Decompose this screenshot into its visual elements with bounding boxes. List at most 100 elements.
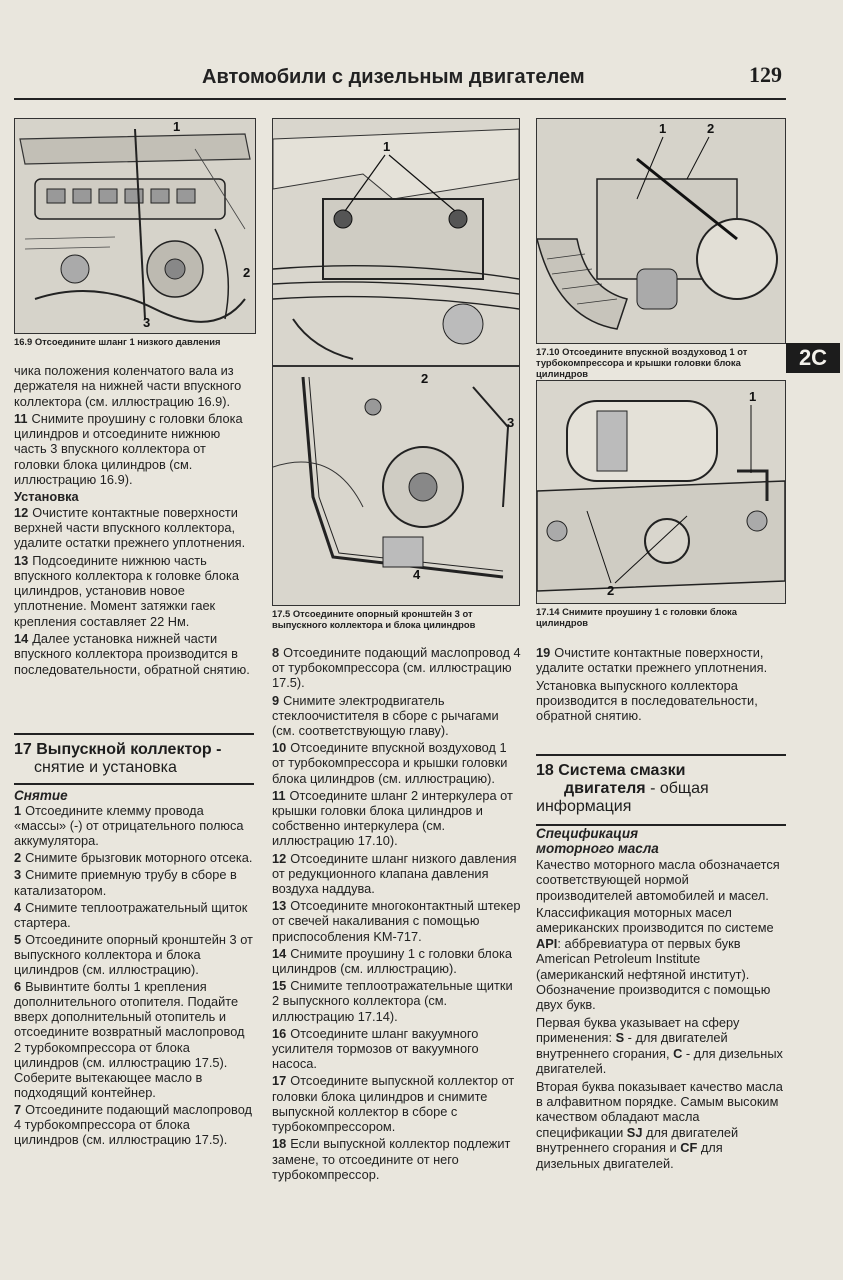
text-bold: S [615, 1030, 625, 1046]
step-text: Очистите контактные поверхности верхней … [14, 504, 246, 551]
column-1: чика положения коленчатого вала из держа… [14, 363, 254, 679]
section-title-cont: двигателя [564, 780, 646, 797]
text: - для двигателей внутреннего сгорания, [536, 1030, 728, 1061]
running-title: Автомобили с дизельным двигателем [202, 66, 585, 88]
label-2: 2 [243, 265, 250, 280]
paragraph: чика положения коленчатого вала из держа… [14, 363, 242, 409]
step-number: 16 [272, 1025, 287, 1041]
text-bold: SJ [626, 1124, 643, 1140]
engine-illustration-16-9: 1 2 3 [15, 119, 255, 333]
label-2: 2 [707, 121, 714, 136]
step-text: Снимите теплоотражательный щиток стартер… [14, 899, 248, 930]
engine-illustration-17-5: 1 [273, 119, 519, 365]
step-text: Снимите брызговик моторного отсека. [25, 850, 253, 866]
column-3-lower: Спецификация моторного масла Качество мо… [536, 822, 786, 1173]
caption-17-5: 17.5 Отсоедините опорный кронштейн 3 от … [272, 608, 476, 630]
chapter-tab: 2C [786, 343, 840, 373]
section-17-heading: 17 Выпускной коллектор - снятие и устано… [14, 733, 254, 785]
page-header: Автомобили с дизельным двигателем 129 [14, 58, 786, 100]
paragraph: Классификация моторных масел американски… [536, 905, 786, 1013]
step-number: 6 [14, 979, 22, 995]
step-number: 18 [272, 1136, 287, 1152]
subheading-oil-spec: Спецификация моторного масла [536, 826, 659, 857]
section-18-heading: 18 Система смазки двигателя - общая инфо… [536, 754, 786, 826]
text: для двигателей внутреннего сгорания и [536, 1124, 739, 1156]
step-text: Далее установка нижней части впускного к… [14, 631, 250, 677]
text-bold: C [673, 1045, 683, 1061]
step-number: 10 [272, 740, 287, 756]
text: - для дизельных двигателей. [536, 1045, 783, 1077]
text: : аббревиатура от первых букв American P… [536, 935, 771, 1013]
step-number: 9 [272, 692, 280, 708]
step-number: 3 [14, 867, 22, 883]
text: для дизельных двигателей. [536, 1140, 723, 1171]
step-text: Отсоедините шланг 2 интеркулера от крышк… [272, 787, 513, 849]
step-number: 15 [272, 978, 287, 994]
step-text: Подсоедините нижнюю часть впускного колл… [14, 552, 240, 629]
section-number: 18 [536, 762, 554, 779]
label-1: 1 [383, 139, 390, 154]
text: Вторая буква показывает качество масла в… [536, 1078, 783, 1140]
paragraph: Качество моторного масла обозначается со… [536, 856, 780, 903]
step-text: Отсоедините шланг низкого давления от ре… [272, 850, 517, 897]
label-1: 1 [173, 119, 180, 134]
step-number: 1 [14, 803, 22, 819]
step-text: Снимите электродвигатель стеклоочистител… [272, 692, 499, 739]
step-number: 14 [14, 631, 29, 647]
step-number: 19 [536, 645, 551, 660]
text-bold: CF [680, 1140, 698, 1156]
label-1: 1 [659, 121, 666, 136]
subheading-installation: Установка [14, 489, 79, 505]
step-text: Отсоедините шланг вакуумного усилителя т… [272, 1025, 479, 1072]
step-number: 12 [272, 850, 287, 866]
label-4: 4 [413, 567, 421, 582]
label-2: 2 [607, 583, 614, 598]
step-number: 2 [14, 850, 22, 866]
figure-16-9: 1 2 3 [14, 118, 256, 334]
step-number: 7 [14, 1101, 22, 1117]
paragraph: Первая буква указывает на сферу применен… [536, 1015, 786, 1077]
step-text: Отсоедините клемму провода «массы» (-) о… [14, 803, 244, 849]
caption-16-9: 16.9 Отсоедините шланг 1 низкого давлени… [14, 336, 221, 347]
step-text: Снимите приемную трубу в сборе в катализ… [14, 867, 237, 898]
step-text: Очистите контактные поверхности, удалите… [536, 645, 768, 676]
figure-17-14: 1 2 [536, 380, 786, 604]
step-text: Снимите теплоотражательные щитки 2 выпус… [272, 978, 513, 1024]
step-text: Снимите проушину 1 с головки блока цилин… [272, 945, 513, 977]
engine-illustration-17-10: 1 2 [537, 119, 785, 343]
step-text: Снимите проушину с головки блока цилиндр… [14, 410, 243, 488]
section-subtitle: снятие и установка [34, 759, 177, 776]
engine-illustration-17-14: 1 2 [537, 381, 785, 603]
step-number: 14 [272, 945, 287, 961]
step-number: 17 [272, 1073, 287, 1089]
step-number: 11 [14, 410, 28, 426]
section-subtitle: - общая информация [536, 780, 709, 815]
text-bold: API [536, 935, 558, 951]
step-text: Отсоедините подающий маслопровод 4 турбо… [14, 1101, 253, 1148]
section-title: Система смазки [558, 762, 686, 779]
text: Классификация моторных масел американски… [536, 905, 774, 936]
step-number: 13 [14, 552, 29, 568]
section-number: 17 [14, 741, 32, 758]
step-text: Отсоедините опорный кронштейн 3 от выпус… [14, 931, 253, 978]
paragraph: Вторая буква показывает качество масла в… [536, 1079, 786, 1171]
